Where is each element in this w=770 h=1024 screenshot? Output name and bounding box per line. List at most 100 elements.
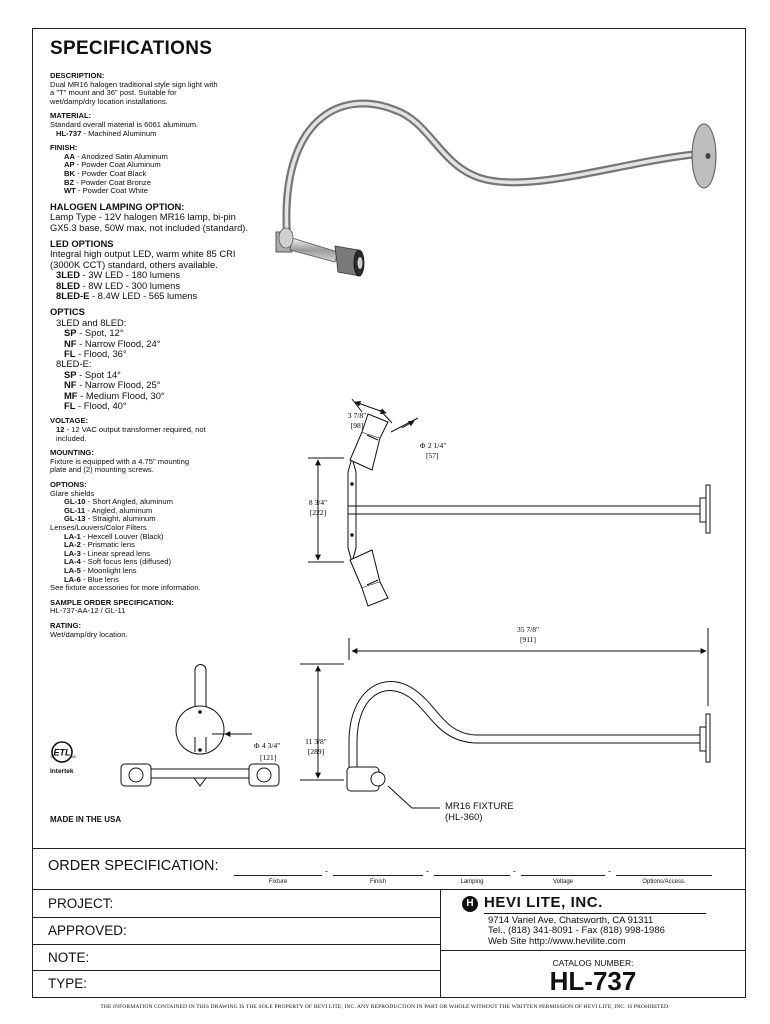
item-text: - Powder Coat White xyxy=(75,186,148,196)
optics-item: NF - Narrow Flood, 24° xyxy=(50,337,290,349)
optics-heading: OPTICS xyxy=(50,306,85,318)
company-contact: 9714 Variel Ave, Chatsworth, CA 91311 Te… xyxy=(488,915,665,947)
sample-order-heading: SAMPLE ORDER SPECIFICATION: xyxy=(50,597,174,607)
dim-plate-diameter: 4 3/4" xyxy=(262,741,280,750)
company-underline xyxy=(484,913,706,914)
finish-item: AP - Powder Coat Aluminum xyxy=(50,161,290,170)
material-line: Standard overall material is 6061 alumin… xyxy=(50,119,199,129)
dim-head-width-mm: [98] xyxy=(351,421,364,430)
order-table-divider xyxy=(440,889,441,998)
voltage-line: included. xyxy=(56,433,87,443)
optics-group-label: 8LED-E: xyxy=(56,358,92,370)
led-item: 3LED - 3W LED - 180 lumens xyxy=(50,269,290,280)
dim-head-diameter-symbol: Φ xyxy=(420,441,426,450)
intertek-text: Intertek xyxy=(50,768,74,775)
material-item: HL-737 - Machined Aluminum xyxy=(50,128,290,139)
options-blank[interactable] xyxy=(616,875,712,876)
order-table-rule xyxy=(32,889,746,890)
voltage-blank[interactable] xyxy=(521,875,605,876)
page-title: SPECIFICATIONS xyxy=(50,38,213,59)
material-section: MATERIAL: Standard overall material is 6… xyxy=(50,112,290,138)
halogen-line: GX5.3 base, 50W max, not included (stand… xyxy=(50,221,249,233)
fixture-callout: MR16 FIXTURE (HL-360) xyxy=(445,801,514,823)
fixture-blank[interactable] xyxy=(234,875,322,876)
note-label: NOTE: xyxy=(48,950,90,965)
description-line: a "T" mount and 36" post. Suitable for xyxy=(50,88,177,98)
item-code: BZ xyxy=(64,177,75,187)
item-code: 8LED-E xyxy=(56,289,90,301)
item-text: - Anodized Satin Aluminum xyxy=(74,151,168,161)
led-section: LED OPTIONS Integral high output LED, wa… xyxy=(50,238,290,301)
optics-item: FL - Flood, 36° xyxy=(50,348,290,359)
mounting-line: Fixture is equipped with a 4.75" mountin… xyxy=(50,456,190,466)
item-text: - Linear spread lens xyxy=(80,548,151,558)
order-separator: - xyxy=(426,866,429,876)
options-item: LA-5 - Moonlight lens xyxy=(50,566,290,576)
etl-c-text: c xyxy=(51,754,54,759)
dim-arm-height: 11 3/8" xyxy=(305,737,327,746)
approved-label: APPROVED: xyxy=(48,923,127,938)
dim-head-diameter: 2 1/4" xyxy=(428,441,446,450)
item-text: - Blue lens xyxy=(80,574,119,584)
hevi-lite-logo-icon: H xyxy=(462,896,478,912)
options-field-label: Options/Access. xyxy=(642,879,686,885)
item-code: 12 xyxy=(56,425,65,435)
rating-heading: RATING: xyxy=(50,620,82,630)
order-separator: - xyxy=(608,866,611,876)
item-code: SP xyxy=(64,368,77,380)
item-code: LA-1 xyxy=(64,531,81,541)
lamping-blank[interactable] xyxy=(434,875,510,876)
mounting-section: MOUNTING: Fixture is equipped with a 4.7… xyxy=(50,449,290,475)
item-code: FL xyxy=(64,348,76,359)
arm-side-view-drawing xyxy=(300,628,711,809)
dim-arm-height-mm: [289] xyxy=(308,747,324,756)
item-code: FL xyxy=(64,400,76,412)
order-table-top-rule xyxy=(32,848,746,849)
etl-mark-text: ETL xyxy=(54,748,71,758)
item-text: - 8W LED - 300 lumens xyxy=(79,279,181,291)
rating-line: Wet/damp/dry location. xyxy=(50,629,128,639)
options-item: LA-2 - Prismatic lens xyxy=(50,540,290,550)
company-name: HEVI LITE, INC. xyxy=(484,894,604,911)
finish-item: AA - Anodized Satin Aluminum xyxy=(50,151,290,162)
item-text: - Short Angled, aluminum xyxy=(85,497,173,507)
item-code: HL-737 xyxy=(56,128,82,138)
description-line: Dual MR16 halogen traditional style sign… xyxy=(50,79,218,89)
item-code: NF xyxy=(64,337,77,349)
options-group-label: Lenses/Louvers/Color Filters xyxy=(50,522,147,532)
led-line: Integral high output LED, warm white 85 … xyxy=(50,248,236,260)
dim-head-width: 3 7/8" xyxy=(348,411,366,420)
optics-group-label: 3LED and 8LED: xyxy=(56,316,127,328)
halogen-heading: HALOGEN LAMPING OPTION: xyxy=(50,200,185,212)
fixture-field-label: Fixture xyxy=(268,879,288,885)
item-code: BK xyxy=(64,168,75,178)
legal-footer: THE INFORMATION CONTAINED IN THIS DRAWIN… xyxy=(100,1004,670,1010)
item-text: - Machined Aluminum xyxy=(81,128,157,138)
options-item: LA-3 - Linear spread lens xyxy=(50,548,290,559)
catalog-rule xyxy=(440,950,746,951)
voltage-line: 12 - 12 VAC output transformer required,… xyxy=(50,425,290,435)
dim-reach-mm: [911] xyxy=(520,635,536,644)
project-label: PROJECT: xyxy=(48,896,114,911)
company-phone: Tel., (818) 341-8091 - Fax (818) 998-198… xyxy=(488,925,665,937)
finish-blank[interactable] xyxy=(333,875,423,876)
description-section: DESCRIPTION: Dual MR16 halogen tradition… xyxy=(50,71,290,106)
item-code: GL-11 xyxy=(64,505,86,515)
dim-reach: 35 7/8" xyxy=(517,625,539,634)
options-item: LA-4 - Soft focus lens (diffused) xyxy=(50,558,290,567)
item-code: LA-4 xyxy=(64,557,81,567)
catalog-number: HL-737 xyxy=(549,966,637,996)
item-code: GL-10 xyxy=(64,497,86,507)
item-text: - Powder Coat Black xyxy=(74,168,147,178)
optics-section: OPTICS 3LED and 8LED: SP - Spot, 12° NF … xyxy=(50,306,290,412)
options-item: LA-1 - Hexcell Louver (Black) xyxy=(50,531,290,542)
voltage-heading: VOLTAGE: xyxy=(50,416,89,426)
specifications-column: DESCRIPTION: Dual MR16 halogen tradition… xyxy=(50,71,290,645)
product-rendering xyxy=(275,99,717,277)
optics-item: NF - Narrow Flood, 25° xyxy=(50,380,290,390)
dim-tee-height: 8 3/4" xyxy=(309,498,327,507)
etl-certification-logo: ETL c us Intertek xyxy=(50,741,77,775)
options-footer: See fixture accessories for more informa… xyxy=(50,583,201,593)
options-heading: OPTIONS: xyxy=(50,480,87,489)
